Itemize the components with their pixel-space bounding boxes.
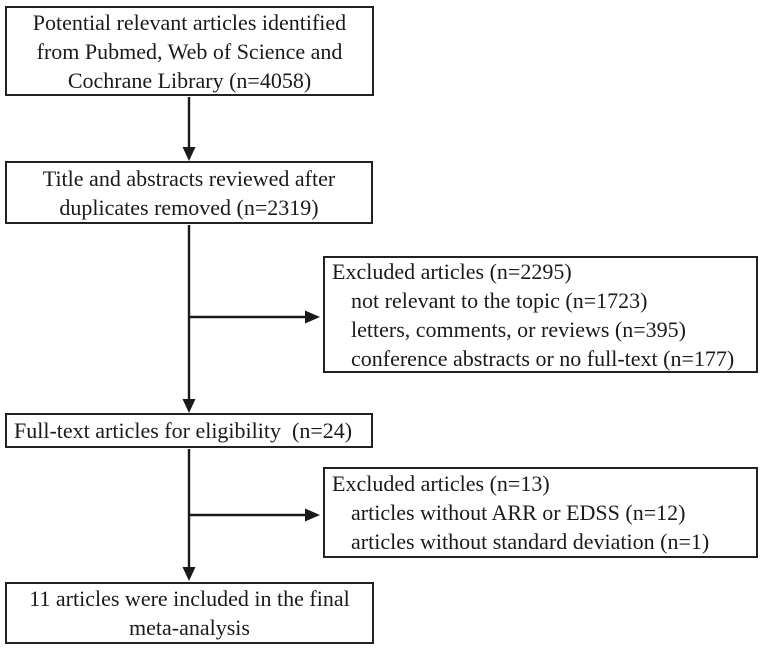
screening-line-2: duplicates removed (n=2319) bbox=[59, 194, 319, 220]
identification-line-3: Cochrane Library (n=4058) bbox=[67, 67, 312, 93]
excluded-2-title: Excluded articles (n=13) bbox=[332, 471, 550, 496]
eligibility-line-1: Full-text articles for eligibility (n=24… bbox=[14, 418, 353, 443]
identification-box: Potential relevant articles identified f… bbox=[5, 6, 374, 96]
excluded-2-item: articles without ARR or EDSS (n=12) bbox=[351, 500, 686, 525]
eligibility-box: Full-text articles for eligibility (n=24… bbox=[5, 413, 373, 448]
identification-line-1: Potential relevant articles identified bbox=[32, 9, 347, 35]
excluded-1-title: Excluded articles (n=2295) bbox=[332, 258, 572, 284]
excluded-1-item: not relevant to the topic (n=1723) bbox=[351, 287, 648, 313]
included-box: 11 articles were included in the final m… bbox=[5, 582, 374, 644]
excluded-1-item: letters, comments, or reviews (n=395) bbox=[351, 316, 686, 342]
arrow-screening-to-eligibility bbox=[182, 225, 196, 413]
included-line-1: 11 articles were included in the final bbox=[29, 586, 350, 611]
screening-box: Title and abstracts reviewed after dupli… bbox=[5, 161, 373, 224]
included-line-2: meta-analysis bbox=[129, 615, 250, 640]
arrow-identification-to-screening bbox=[182, 97, 196, 161]
excluded-after-eligibility-box: Excluded articles (n=13) articles withou… bbox=[323, 467, 758, 558]
excluded-1-item: conference abstracts or no full-text (n=… bbox=[351, 345, 735, 371]
arrow-eligibility-to-included bbox=[182, 449, 196, 581]
screening-line-1: Title and abstracts reviewed after bbox=[42, 165, 336, 191]
excluded-after-screening-box: Excluded articles (n=2295) not relevant … bbox=[323, 256, 758, 373]
arrow-screening-to-excluded-1 bbox=[189, 310, 320, 324]
excluded-2-item: articles without standard deviation (n=1… bbox=[351, 529, 710, 554]
identification-line-2: from Pubmed, Web of Science and bbox=[36, 38, 343, 64]
arrow-eligibility-to-excluded-2 bbox=[189, 508, 320, 522]
